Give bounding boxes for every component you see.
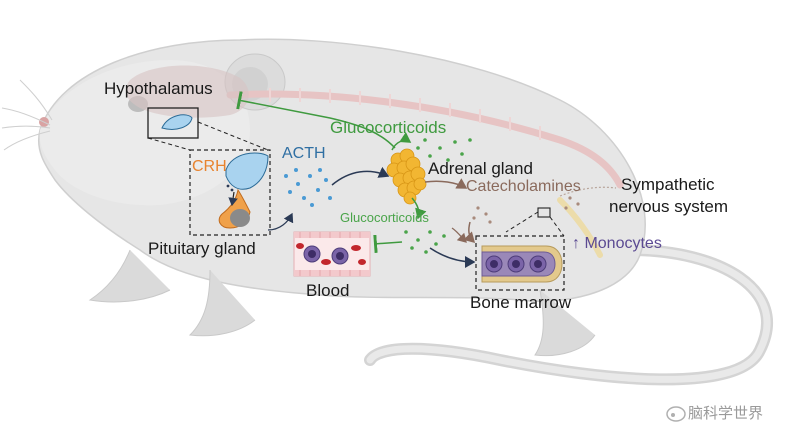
catecholamines-to-marrow-arrow-2 xyxy=(451,227,467,243)
sympathetic-label-line1: Sympathetic xyxy=(621,175,715,194)
adrenal-to-catecholamines-arrow xyxy=(424,178,468,189)
hypothalamus-label: Hypothalamus xyxy=(104,79,213,98)
adrenal-output-arrow xyxy=(391,132,412,151)
pituitary-to-dots-arrow xyxy=(267,212,294,231)
sympathetic-nerve-line xyxy=(559,186,617,197)
hypothalamus-region xyxy=(147,107,269,151)
bone-marrow-label: Bone marrow xyxy=(470,293,572,312)
acth-to-adrenal-arrow xyxy=(331,166,390,186)
glucocorticoids-top-label: Glucocorticoids xyxy=(330,118,447,137)
acth-dots xyxy=(284,168,332,207)
blood-label: Blood xyxy=(306,281,350,300)
glucocorticoids-mid-label: Glucocorticoids xyxy=(340,210,429,225)
glucocorticoid-feedback-line xyxy=(236,91,396,149)
glucocorticoid-dots-top xyxy=(416,138,472,162)
catecholamines-to-marrow-arrow xyxy=(463,221,476,244)
sympathetic-label-line2: nervous system xyxy=(609,197,729,216)
catecholamines-label: Catecholamines xyxy=(466,178,581,195)
adrenal-down-arrow xyxy=(411,197,427,220)
pituitary-gland-label: Pituitary gland xyxy=(148,239,256,258)
pituitary-region xyxy=(189,149,271,236)
glucocorticoid-dots-mid xyxy=(404,230,446,254)
to-bone-marrow-arrow xyxy=(429,247,476,268)
monocytes-label: ↑ Monocytes xyxy=(572,235,662,252)
catecholamine-dots xyxy=(472,196,580,224)
bone-marrow-panel xyxy=(475,235,565,291)
watermark-text: 脑科学世界 xyxy=(688,405,764,422)
blood-vessel-panel xyxy=(293,231,371,277)
watermark-logo-icon xyxy=(666,406,686,422)
acth-label: ACTH xyxy=(282,145,326,162)
adrenal-gland-cluster xyxy=(386,148,427,205)
adrenal-gland-label: Adrenal gland xyxy=(428,159,533,178)
crh-label: CRH xyxy=(192,158,227,175)
glucocorticoid-to-blood-line xyxy=(373,234,403,253)
